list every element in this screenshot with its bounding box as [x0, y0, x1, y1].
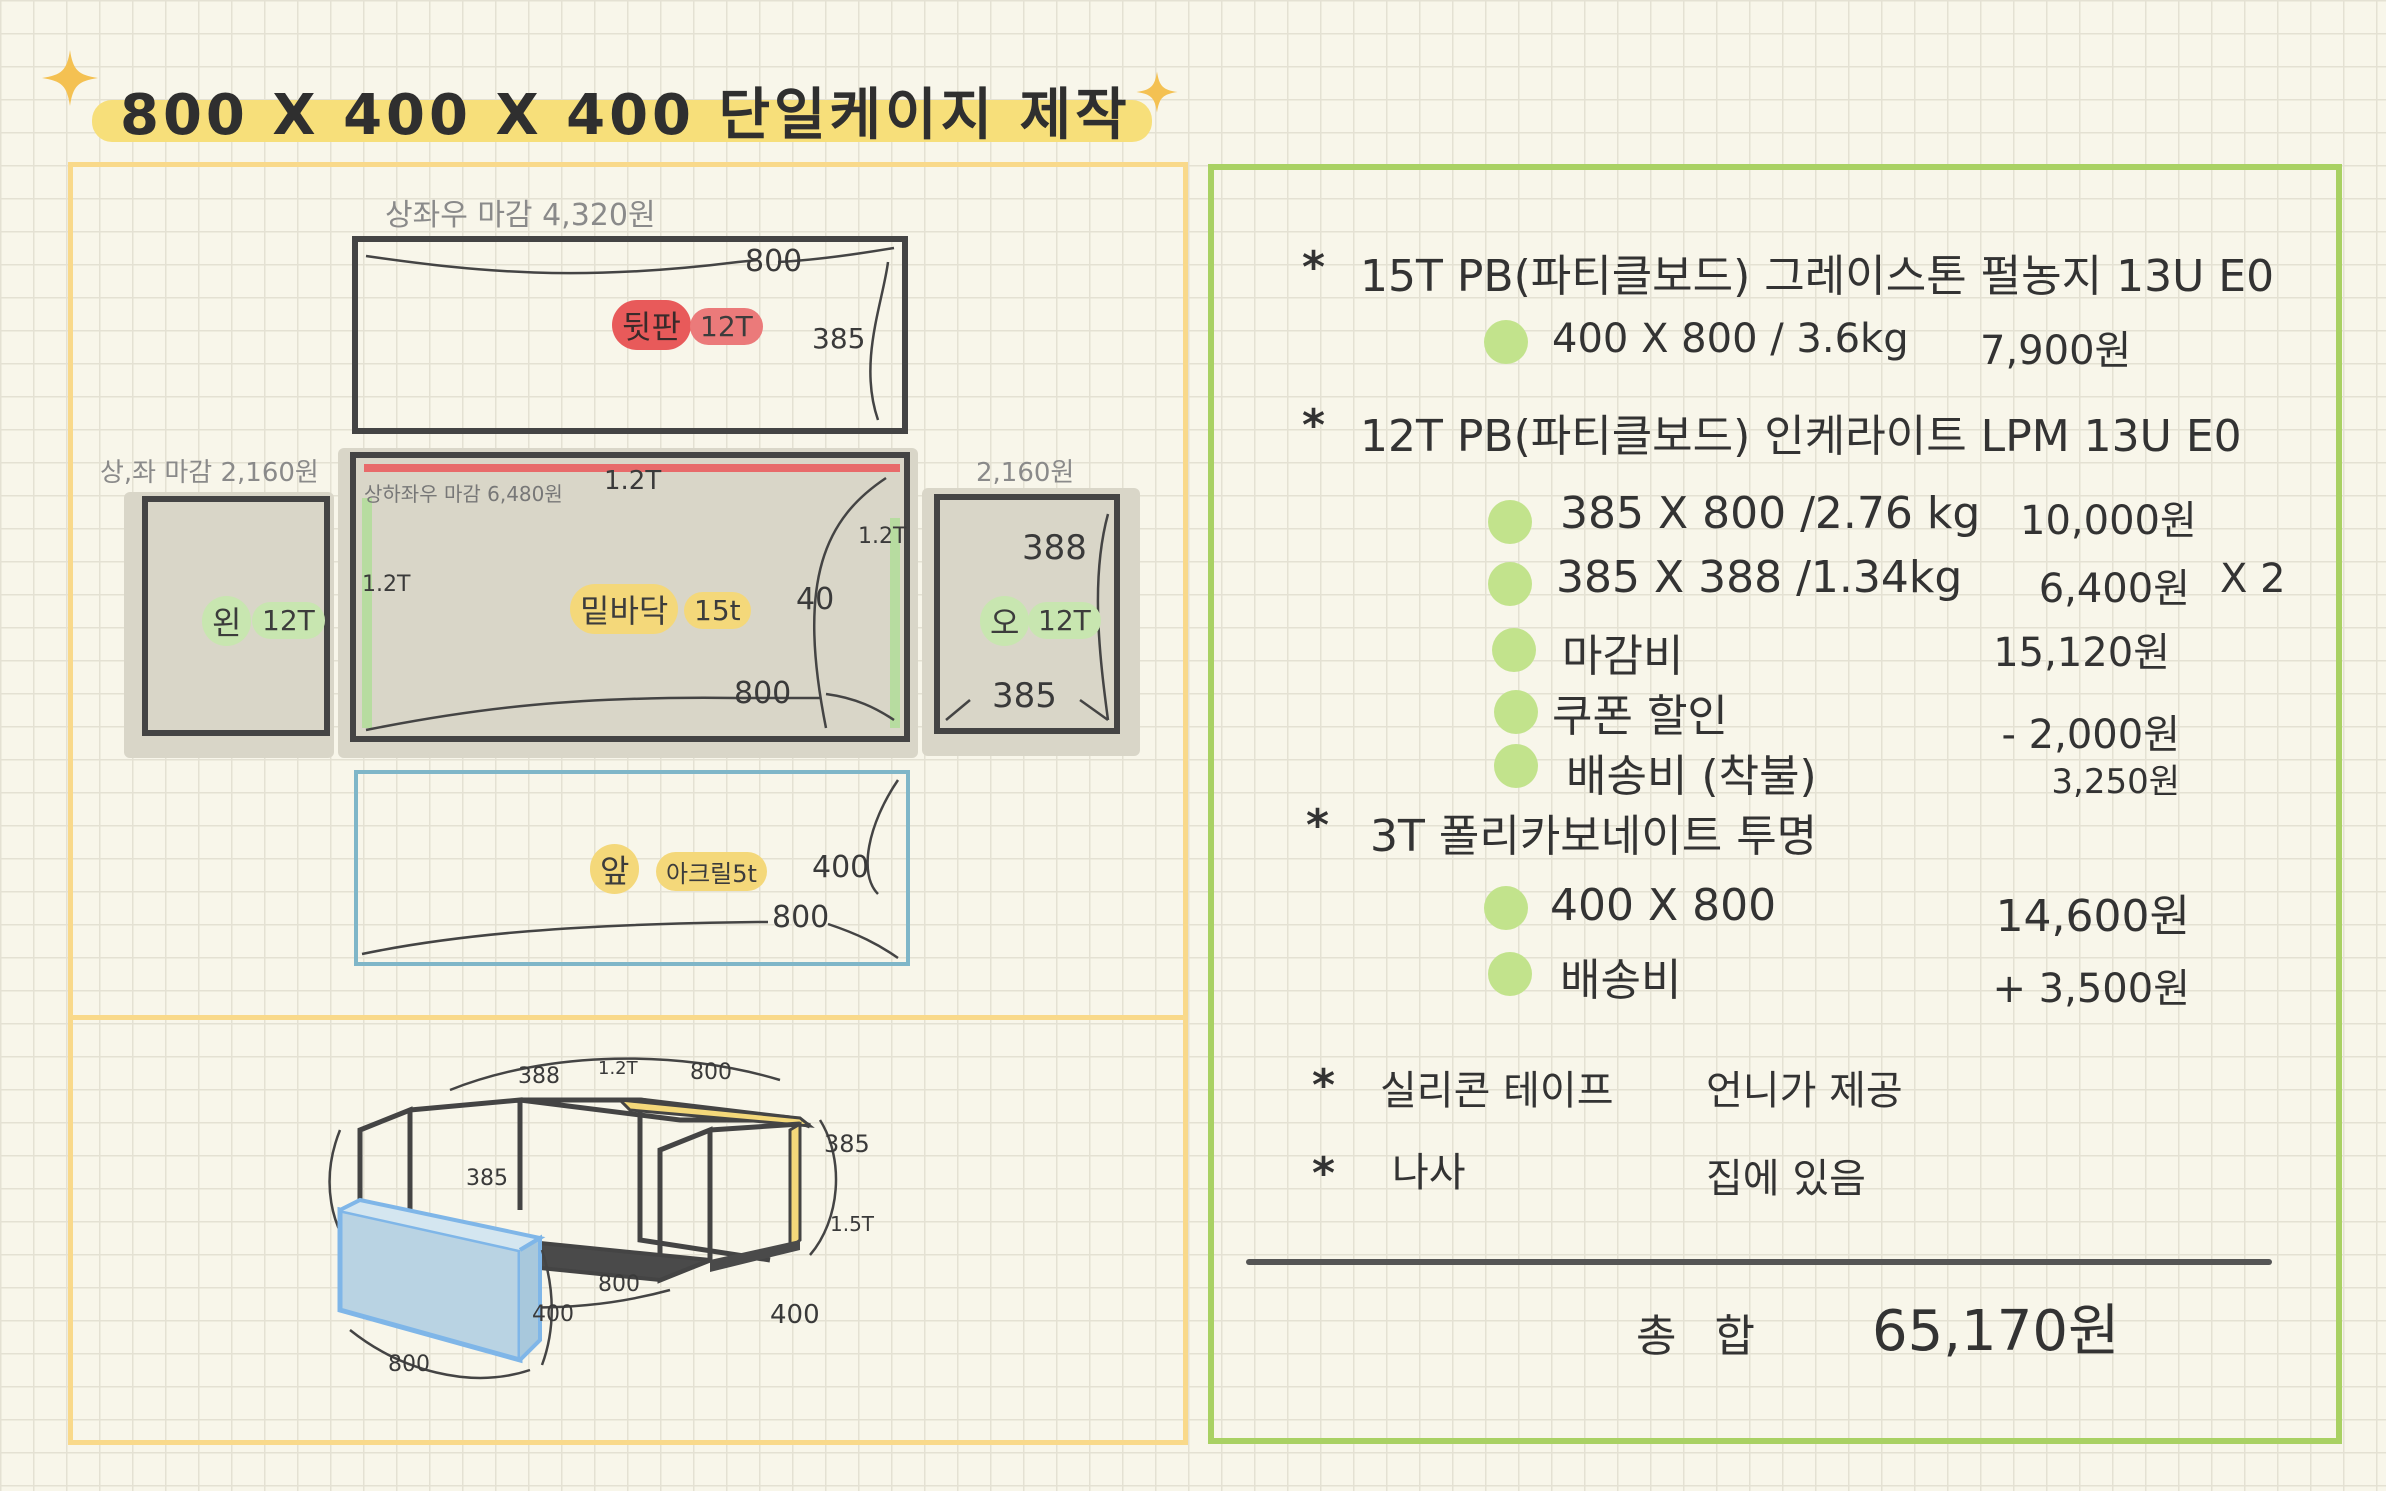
material-1-item-1-bullet: [1484, 320, 1528, 364]
note-2-detail: 집에 있음: [1706, 1156, 1866, 1202]
left-panel: [142, 496, 330, 736]
front-panel-height: 400: [812, 850, 870, 885]
top-finish-label: 상좌우 마감 4,320원: [385, 198, 656, 233]
material-2-marker: *: [1302, 400, 1326, 451]
material-2-item-4-price: - 2,000원: [2001, 712, 2180, 758]
note-1-marker: *: [1312, 1060, 1336, 1111]
sparkle-icon-right: [1135, 70, 1179, 114]
note-2-item: 나사: [1392, 1150, 1466, 1196]
material-3-header: 3T 폴리카보네이트 투명: [1370, 811, 1818, 862]
material-2-item-2-bullet: [1488, 562, 1532, 606]
front-panel: [354, 770, 910, 966]
material-3-item-1-price: 14,600원: [1995, 891, 2190, 942]
back-panel-name: 뒷판: [612, 300, 691, 350]
floor-edge-top-label: 1.2T: [604, 466, 662, 496]
iso-label-800-top: 800: [690, 1060, 732, 1085]
back-panel-height: 385: [812, 322, 866, 355]
material-3-item-2-price: + 3,500원: [1992, 966, 2190, 1012]
total-value: 65,170원: [1872, 1299, 2120, 1364]
material-2-item-2-desc: 385 X 388 /1.34kg: [1556, 552, 1963, 603]
materials-panel: [1208, 164, 2342, 1444]
front-panel-arrows: [361, 779, 900, 960]
total-label: 총 합: [1636, 1311, 1767, 1362]
material-3-item-1-desc: 400 X 800: [1550, 880, 1777, 931]
floor-edge-left-label: 1.2T: [362, 572, 411, 597]
title-highlight: [92, 100, 1152, 142]
material-2-item-3-price: 15,120원: [1993, 630, 2170, 676]
floor-edge-green-right: [890, 518, 900, 728]
material-1-header: 15T PB(파티클보드) 그레이스톤 펄농지 13U E0: [1360, 251, 2275, 302]
back-panel: [352, 236, 908, 434]
note-1-detail: 언니가 제공: [1706, 1068, 1903, 1114]
iso-label-400-right: 400: [770, 1300, 820, 1330]
iso-label-385-left: 385: [466, 1166, 508, 1191]
iso-label-edge-top: 1.2T: [598, 1058, 638, 1079]
material-2-item-5-price: 3,250원: [2051, 762, 2180, 802]
material-1-item-1-price: 7,900원: [1980, 328, 2132, 374]
right-panel-height: 385: [992, 676, 1057, 716]
material-2-item-3-desc: 마감비: [1562, 631, 1684, 682]
material-2-item-1-desc: 385 X 800 /2.76 kg: [1560, 488, 1981, 539]
floor-panel-height: 40: [796, 582, 835, 617]
floor-panel: [350, 452, 910, 742]
material-2-item-4-bullet: [1494, 690, 1538, 734]
back-panel-arrows: [365, 246, 895, 421]
material-2-item-1-price: 10,000원: [2020, 498, 2197, 544]
note-2-marker: *: [1312, 1148, 1336, 1199]
material-3-item-2-bullet: [1488, 952, 1532, 996]
material-2-item-3-bullet: [1492, 628, 1536, 672]
iso-label-400-front: 400: [532, 1302, 574, 1327]
right-finish-label: 2,160원: [976, 458, 1075, 488]
material-1-marker: *: [1302, 242, 1326, 293]
sparkle-icon-left: [40, 48, 100, 108]
right-panel-name: 오: [980, 596, 1030, 646]
back-panel-width: 800: [745, 244, 803, 279]
left-panel-thickness: 12T: [252, 602, 325, 639]
front-panel-material: 아크릴5t: [656, 852, 767, 891]
front-panel-width: 800: [772, 900, 830, 935]
iso-label-800-front: 800: [388, 1352, 430, 1377]
material-2-item-4-desc: 쿠폰 할인: [1552, 691, 1728, 742]
note-1-item: 실리콘 테이프: [1380, 1068, 1614, 1114]
material-2-item-1-bullet: [1488, 500, 1532, 544]
floor-panel-thickness: 15t: [684, 592, 751, 629]
total-divider: [1246, 1259, 2272, 1265]
iso-label-385-right: 385: [824, 1130, 870, 1158]
material-3-item-2-desc: 배송비: [1560, 955, 1682, 1006]
floor-panel-arrows: [365, 476, 895, 732]
left-finish-label: 상,좌 마감 2,160원: [100, 458, 319, 488]
right-panel-width: 388: [1022, 528, 1087, 568]
iso-label-388: 388: [518, 1064, 560, 1089]
floor-edge-right-label: 1.2T: [858, 524, 907, 549]
material-3-marker: *: [1306, 800, 1330, 851]
left-panel-name: 왼: [202, 596, 252, 646]
material-2-header: 12T PB(파티클보드) 인케라이트 LPM 13U E0: [1360, 411, 2242, 462]
acrylic-front-panel: [337, 1197, 553, 1380]
floor-edge-green-left: [362, 498, 372, 728]
right-panel-thickness: 12T: [1028, 602, 1101, 639]
floor-edge-red: [364, 464, 900, 472]
page-title: 800 X 400 X 400 단일케이지 제작: [120, 83, 1131, 148]
iso-label-800-bottom: 800: [598, 1272, 640, 1297]
iso-label-edge-right: 1.5T: [830, 1212, 875, 1236]
back-panel-thickness: 12T: [690, 308, 763, 345]
floor-inner-finish-label: 상하좌우 마감 6,480원: [364, 482, 563, 506]
material-2-item-2-price: 6,400원: [2038, 566, 2190, 612]
material-2-item-2-qty: X 2: [2220, 556, 2286, 602]
material-2-item-5-bullet: [1494, 744, 1538, 788]
material-3-item-1-bullet: [1484, 886, 1528, 930]
floor-panel-name: 밑바닥: [570, 584, 679, 634]
floor-panel-width: 800: [734, 676, 792, 711]
iso-panel: [68, 1015, 1188, 1445]
material-1-item-1-desc: 400 X 800 / 3.6kg: [1552, 316, 1909, 362]
front-panel-name: 앞: [590, 844, 640, 894]
material-2-item-5-desc: 배송비 (착불): [1566, 751, 1817, 802]
